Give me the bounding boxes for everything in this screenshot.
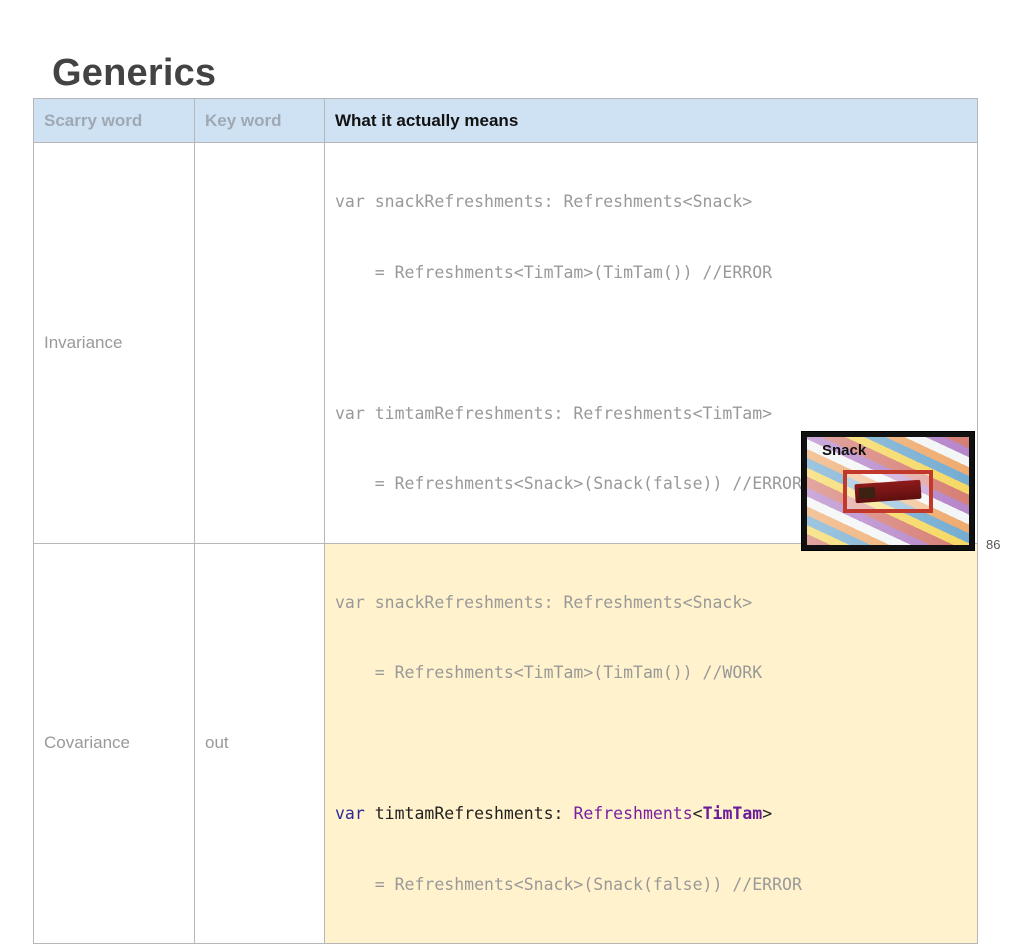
code-block-invariance: var snackRefreshments: Refreshments<Snac… xyxy=(335,143,967,543)
code-line: = Refreshments<Snack>(Snack(false)) //ER… xyxy=(335,874,802,894)
cell-scary-word: Covariance xyxy=(33,542,195,944)
cell-scary-word: Invariance xyxy=(33,142,195,544)
snack-photo: Snack xyxy=(807,437,969,545)
slide-title: Generics xyxy=(52,52,217,94)
header-meaning: What it actually means xyxy=(324,98,978,143)
cell-code: var snackRefreshments: Refreshments<Snac… xyxy=(324,142,978,544)
snack-image: Snack xyxy=(801,431,975,551)
code-identifier: timtamRefreshments: xyxy=(364,804,574,823)
code-line: var snackRefreshments: Refreshments<Snac… xyxy=(335,592,753,612)
code-angle-open: < xyxy=(692,804,703,823)
code-line-highlighted: var timtamRefreshments: Refreshments<Tim… xyxy=(335,802,967,826)
cell-key-word xyxy=(194,142,325,544)
timtam-package-icon xyxy=(854,479,922,504)
header-key-word: Key word xyxy=(194,98,325,143)
header-scary-word: Scarry word xyxy=(33,98,195,143)
table-row-invariance: Invariance var snackRefreshments: Refres… xyxy=(33,142,978,544)
cell-key-word: out xyxy=(194,542,325,944)
code-angle-close: > xyxy=(762,804,773,823)
code-line: = Refreshments<TimTam>(TimTam()) //ERROR xyxy=(335,262,773,282)
code-line: = Refreshments<Snack>(Snack(false)) //ER… xyxy=(335,474,802,493)
snack-label: Snack xyxy=(822,442,867,459)
code-generic-arg: TimTam xyxy=(702,804,763,823)
code-block-covariance: var snackRefreshments: Refreshments<Snac… xyxy=(335,544,967,944)
cell-code: var snackRefreshments: Refreshments<Snac… xyxy=(324,542,978,944)
code-line: = Refreshments<TimTam>(TimTam()) //WORK xyxy=(335,663,763,682)
snack-highlight-frame xyxy=(843,470,933,513)
code-line: var timtamRefreshments: Refreshments<Tim… xyxy=(335,403,773,423)
code-keyword: var xyxy=(335,804,365,823)
table-row-covariance: Covariance out var snackRefreshments: Re… xyxy=(33,542,978,944)
table-header-row: Scarry word Key word What it actually me… xyxy=(33,98,978,143)
code-type: Refreshments xyxy=(573,804,693,823)
code-line: var snackRefreshments: Refreshments<Snac… xyxy=(335,192,753,211)
page-number: 86 xyxy=(986,537,1001,552)
